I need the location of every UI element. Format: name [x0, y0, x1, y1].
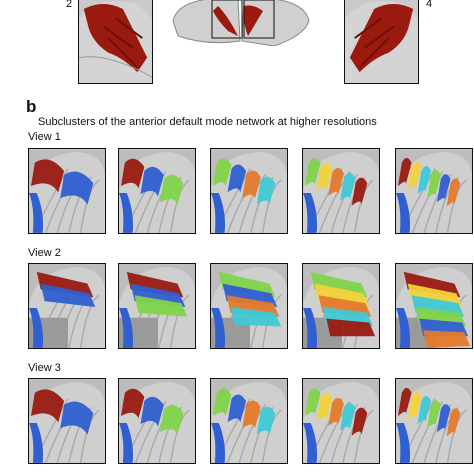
brain-render [119, 149, 195, 233]
cluster-region [328, 167, 344, 196]
brain-render [303, 264, 379, 348]
brain-render [303, 379, 379, 463]
brain-render [29, 379, 105, 463]
cluster-region [328, 397, 344, 426]
cluster-region [30, 159, 65, 193]
cluster-region [256, 406, 276, 435]
brain-render [396, 149, 472, 233]
brain-panel-r3-c3 [210, 378, 288, 464]
cluster-region [159, 174, 184, 205]
cluster-region [230, 306, 282, 327]
cluster-region [304, 388, 321, 417]
cluster-region [351, 407, 368, 436]
cluster-region [436, 404, 451, 433]
top-right-brain-panel [344, 0, 419, 84]
cluster-region [227, 164, 247, 193]
cluster-region [407, 161, 422, 191]
brain-panel-r3-c2 [118, 378, 196, 464]
cluster-region [407, 391, 422, 421]
brain-render [211, 264, 287, 348]
cluster-region [242, 400, 261, 429]
cluster-region [397, 387, 412, 417]
cluster-region [140, 396, 164, 427]
brain-panel-r3-c4 [302, 378, 380, 464]
cluster-region [423, 330, 471, 348]
cluster-region [40, 283, 96, 307]
view-label-3: View 3 [28, 362, 61, 374]
cluster-region [304, 158, 321, 187]
brain-panel-r1-c1 [28, 148, 106, 234]
brain-render [396, 264, 472, 348]
cluster-region [212, 158, 232, 187]
view-label-2: View 2 [28, 247, 61, 259]
brain-render [211, 149, 287, 233]
cluster-region [30, 389, 65, 423]
brain-render [119, 379, 195, 463]
cluster-region [120, 388, 145, 419]
brain-pair-render [172, 0, 310, 47]
brain-render [119, 264, 195, 348]
cluster-region [134, 295, 188, 317]
brain-render [29, 149, 105, 233]
brain-panel-r1-c3 [210, 148, 288, 234]
cluster-region [60, 401, 94, 435]
top-left-brain-panel [78, 0, 153, 84]
cluster-region [436, 174, 451, 203]
brain-panel-r2-c5 [395, 263, 473, 349]
cluster-region [212, 388, 232, 417]
cluster-region [340, 402, 356, 431]
top-center-brains [168, 0, 314, 47]
cluster-region [427, 170, 441, 199]
cluster-region [256, 176, 276, 205]
brain-panel-r2-c1 [28, 263, 106, 349]
brain-render [211, 379, 287, 463]
brain-render [303, 149, 379, 233]
brain-render [79, 0, 152, 83]
cluster-region [242, 170, 261, 199]
brain-render [345, 0, 418, 83]
cluster-region [351, 177, 368, 206]
top-right-number: 4 [426, 0, 433, 10]
brain-panel-r2-c4 [302, 263, 380, 349]
cluster-region [326, 318, 376, 337]
brain-render [396, 379, 472, 463]
brain-panel-r3-c1 [28, 378, 106, 464]
brain-panel-r2-c2 [118, 263, 196, 349]
brain-panel-r1-c5 [395, 148, 473, 234]
panel-letter-b: b [26, 97, 37, 116]
cluster-region [397, 157, 412, 187]
brain-panel-r1-c2 [118, 148, 196, 234]
cluster-region [159, 404, 184, 435]
panel-b-caption: Subclusters of the anterior default mode… [38, 116, 377, 128]
top-left-number: 2 [66, 0, 73, 10]
brain-render [29, 264, 105, 348]
brain-panel-r2-c3 [210, 263, 288, 349]
cluster-region [120, 158, 145, 189]
brain-panel-r1-c4 [302, 148, 380, 234]
cluster-region [417, 166, 432, 195]
view-label-1: View 1 [28, 131, 61, 143]
cluster-region [427, 400, 441, 429]
cluster-region [140, 166, 164, 197]
cluster-region [446, 178, 461, 207]
cluster-region [60, 171, 94, 205]
cluster-region [227, 394, 247, 423]
cluster-region [446, 408, 461, 437]
cluster-region [417, 396, 432, 425]
cluster-region [316, 392, 333, 421]
cluster-region [340, 172, 356, 201]
cluster-region [316, 162, 333, 191]
brain-panel-r3-c5 [395, 378, 473, 464]
